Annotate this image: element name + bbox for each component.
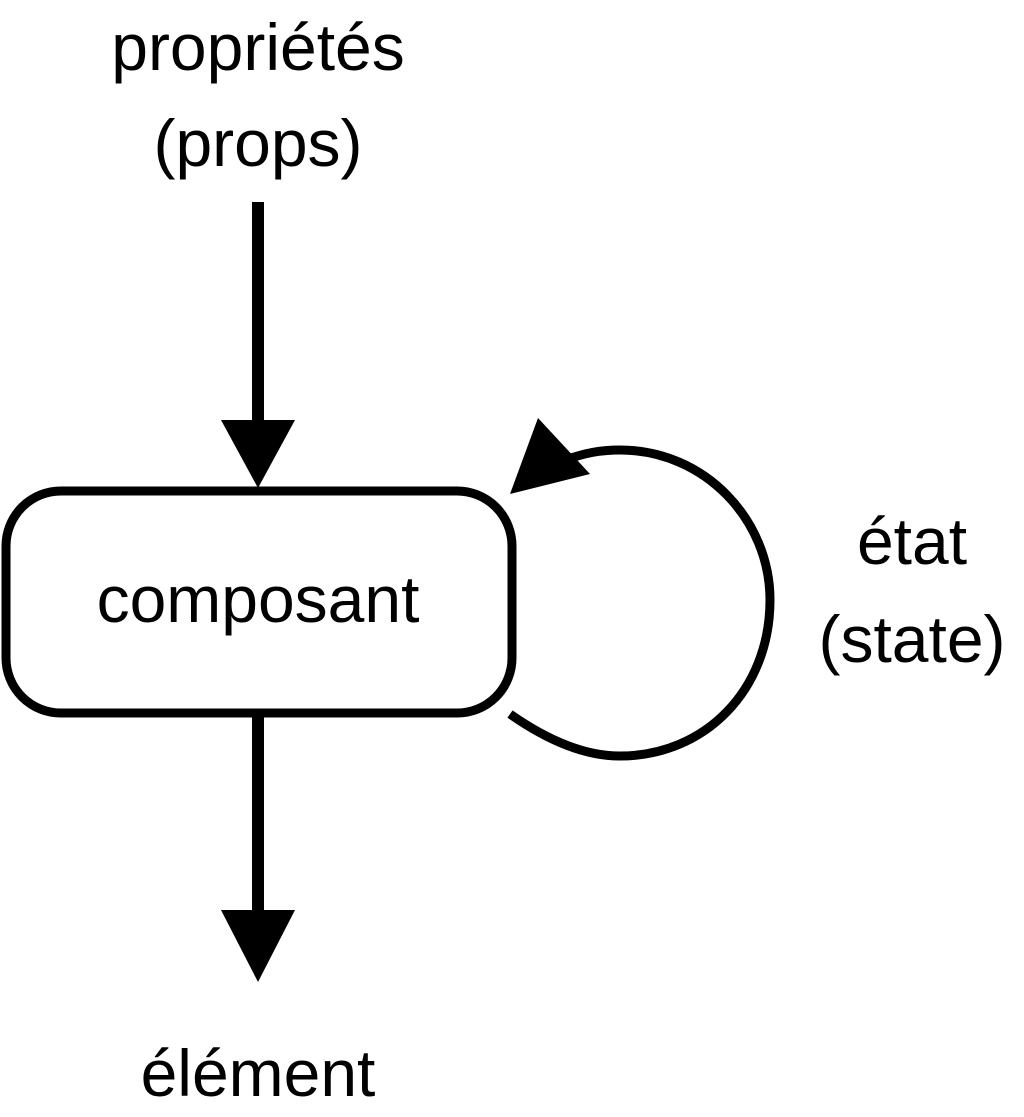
state-loop-arrow [507,418,775,761]
state-label-line2: (state) [818,602,1005,676]
element-label: élément [141,1036,376,1110]
element-arrow [221,713,295,982]
component-node: composant [1,486,517,718]
component-label: composant [97,562,420,636]
props-label-line2: (props) [153,106,362,180]
props-label-line1: propriétés [111,10,405,84]
props-arrow [221,202,295,488]
state-label-line1: état [857,504,967,578]
